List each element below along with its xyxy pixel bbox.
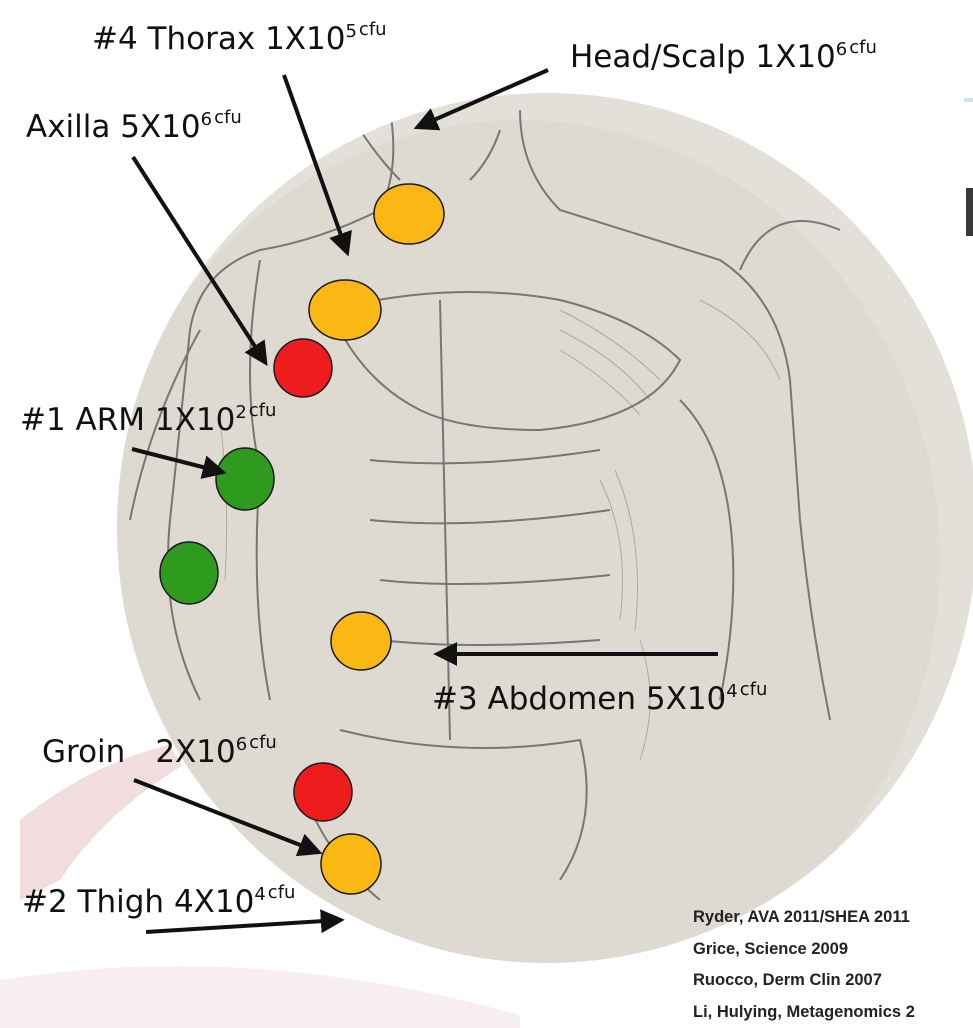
dot-thorax-orange xyxy=(309,280,381,340)
reference-item: Grice, Science 2009 xyxy=(693,934,973,966)
dot-arm-green xyxy=(216,448,274,510)
arrow-thigh xyxy=(146,920,340,932)
dot-axilla-red xyxy=(274,339,332,397)
reference-list: Ryder, AVA 2011/SHEA 2011 Grice, Science… xyxy=(693,902,973,1028)
dot-abdomen-orange xyxy=(331,612,391,670)
reference-item: Ryder, AVA 2011/SHEA 2011 xyxy=(693,902,973,934)
dot-groin-red xyxy=(294,763,352,821)
dot-head-orange xyxy=(374,184,444,244)
dot-forearm-green xyxy=(160,542,218,604)
reference-item: Li, Hulying, Metagenomics 2 xyxy=(693,997,973,1028)
reference-item: Ruocco, Derm Clin 2007 xyxy=(693,965,973,997)
dot-thigh-orange xyxy=(321,834,381,894)
sketch-oval xyxy=(100,80,973,1000)
